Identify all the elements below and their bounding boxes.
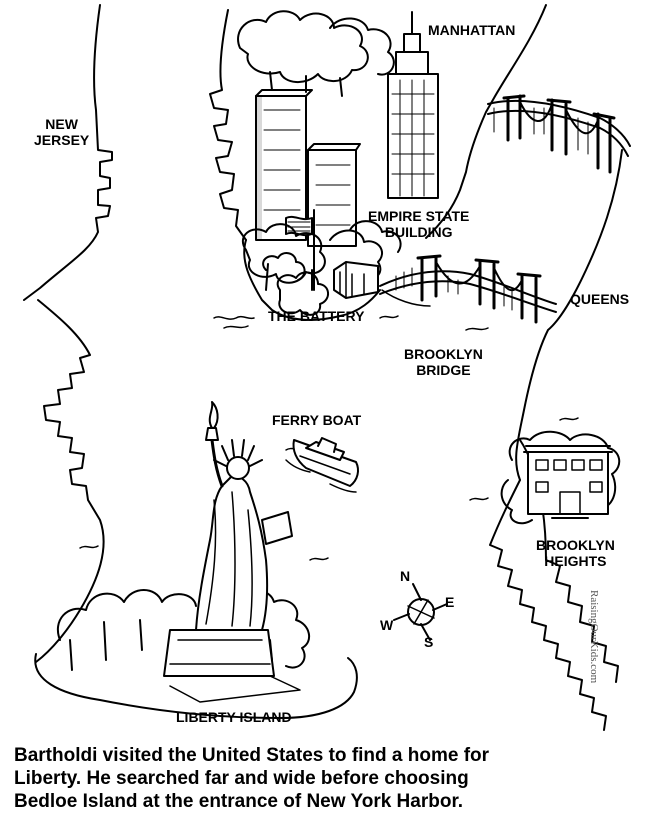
label-ferry-boat: FERRY BOAT	[272, 412, 362, 428]
caption-line: Bedloe Island at the entrance of New Yor…	[14, 791, 464, 812]
water-ripples	[79, 315, 579, 561]
brooklyn-bridge	[379, 254, 557, 324]
new-jersey-lower-shoreline	[35, 299, 105, 663]
battery-building	[333, 261, 379, 299]
compass-north: N	[400, 568, 411, 584]
label-new-jersey: NEW JERSEY	[34, 116, 90, 148]
label-manhattan: MANHATTAN	[428, 22, 516, 38]
harbor-map	[23, 4, 631, 731]
label-brooklyn-bridge: BROOKLYN BRIDGE	[404, 346, 483, 378]
caption-line: Liberty. He searched far and wide before…	[14, 768, 469, 789]
manhattan-trees	[237, 10, 395, 97]
ferry-boat	[285, 437, 359, 493]
brooklyn-heights-house	[500, 430, 621, 525]
queens-shoreline	[515, 149, 623, 481]
manhattan-east-shoreline	[425, 4, 547, 239]
empire-state-building	[387, 11, 439, 199]
compass-east: E	[445, 594, 455, 610]
upper-bridge	[487, 94, 631, 174]
compass-west: W	[380, 617, 394, 633]
brooklyn-heights-shoreline	[489, 479, 607, 731]
label-empire-state-building: EMPIRE STATE BUILDING	[368, 208, 470, 240]
manhattan-shoreline	[209, 9, 247, 241]
statue-of-liberty	[163, 401, 293, 677]
compass-rose	[393, 583, 448, 641]
twin-towers	[255, 89, 361, 247]
label-queens: QUEENS	[570, 291, 630, 307]
watermark: RaisingOurKids.com	[588, 590, 600, 684]
compass-south: S	[424, 634, 434, 650]
label-liberty-island: LIBERTY ISLAND	[176, 709, 292, 725]
label-brooklyn-heights: BROOKLYN HEIGHTS	[536, 537, 615, 569]
caption: Bartholdi visited the United States to f…	[14, 744, 664, 813]
battery-shoreline	[243, 239, 381, 321]
new-jersey-shoreline	[23, 4, 113, 301]
caption-line: Bartholdi visited the United States to f…	[14, 745, 490, 766]
label-the-battery: THE BATTERY	[268, 308, 365, 324]
